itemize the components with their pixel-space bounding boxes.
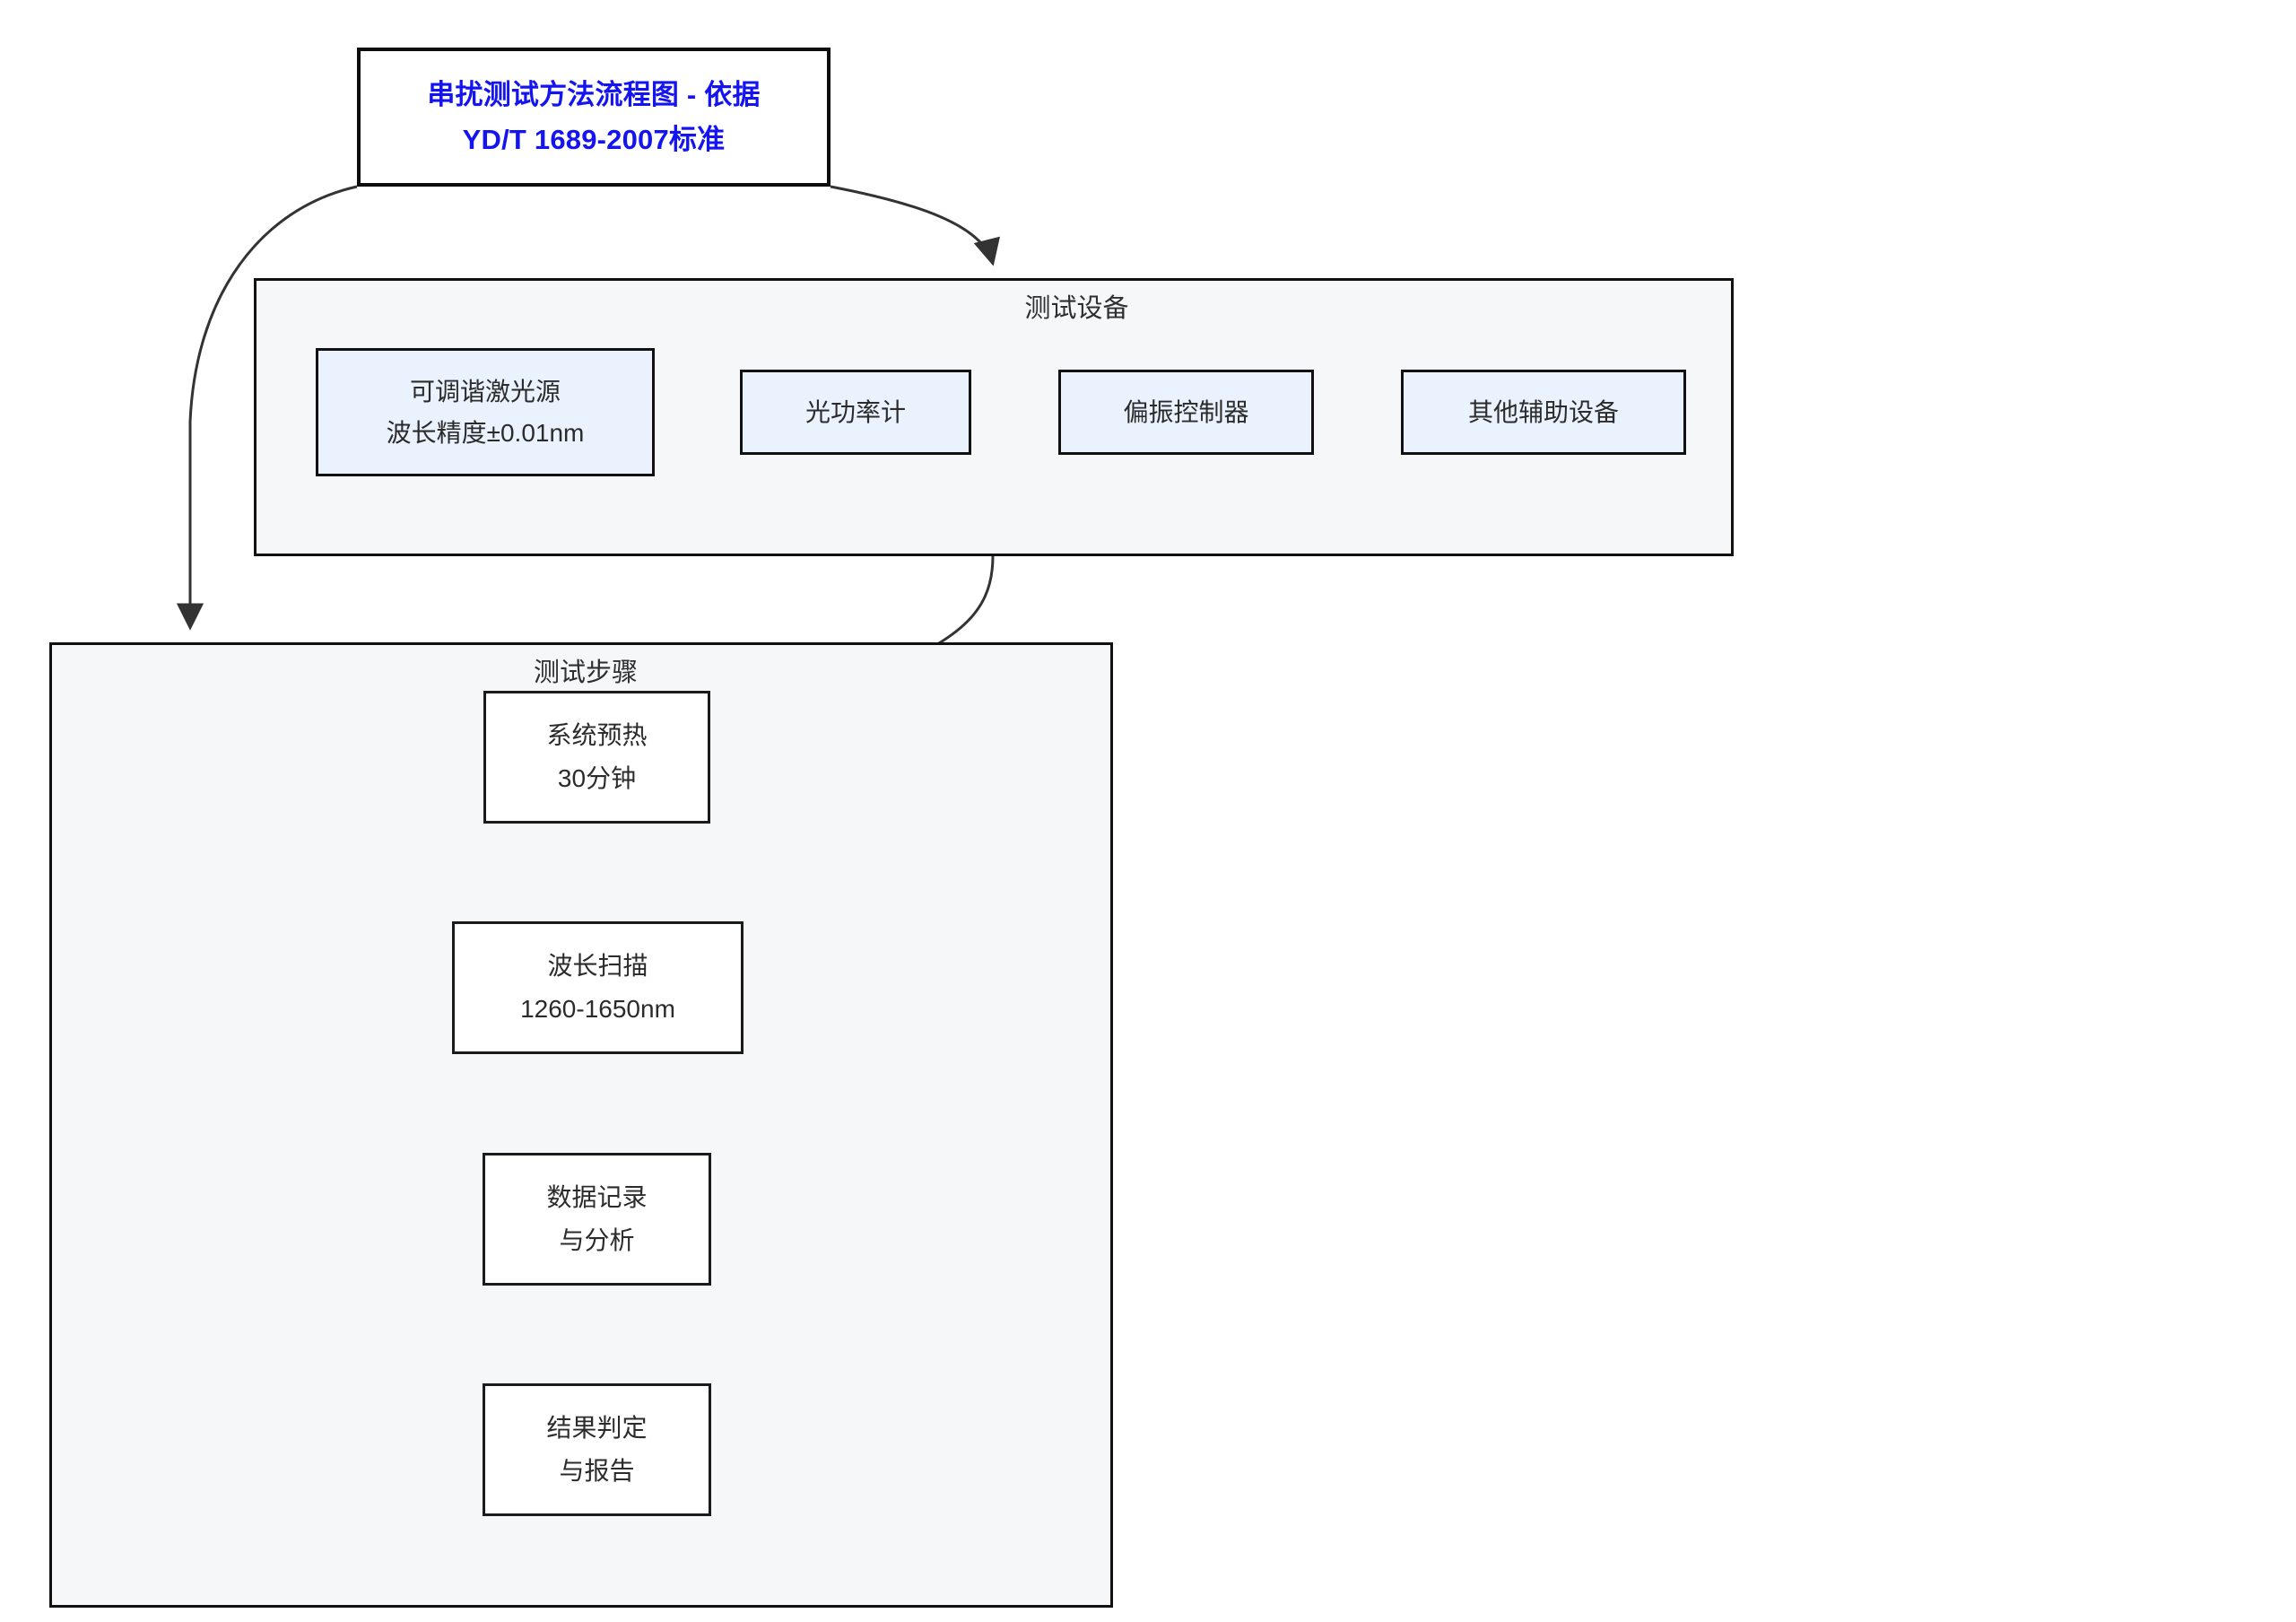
node-result-judgement-report[interactable]: 结果判定 与报告: [483, 1383, 711, 1516]
node-optical-power-meter[interactable]: 光功率计: [740, 370, 971, 455]
flowchart-title[interactable]: 串扰测试方法流程图 - 依据 YD/T 1689-2007标准: [357, 48, 831, 187]
node-result-judgement-report-line-2: 与报告: [559, 1457, 635, 1485]
node-polarization-controller-label: 偏振控制器: [1123, 397, 1249, 426]
node-data-record-analysis-line-2: 与分析: [559, 1226, 635, 1254]
node-data-record-analysis-line-1: 数据记录: [546, 1183, 648, 1211]
node-system-warmup[interactable]: 系统预热 30分钟: [483, 691, 710, 824]
node-system-warmup-line-1: 系统预热: [546, 721, 648, 749]
node-optical-power-meter-label: 光功率计: [804, 397, 906, 426]
node-polarization-controller[interactable]: 偏振控制器: [1058, 370, 1314, 455]
node-other-auxiliary-equipment-label: 其他辅助设备: [1467, 397, 1619, 426]
node-tunable-laser-source-line-2: 波长精度±0.01nm: [386, 418, 585, 447]
node-tunable-laser-source-line-1: 可调谐激光源: [409, 377, 561, 406]
cluster-test-steps-label: 测试步骤: [533, 658, 638, 687]
node-wavelength-scan[interactable]: 波长扫描 1260-1650nm: [452, 921, 744, 1054]
node-result-judgement-report-line-1: 结果判定: [546, 1414, 648, 1442]
cluster-test-equipment-label: 测试设备: [1024, 294, 1129, 323]
edge-title-to-equipment: [830, 185, 1000, 266]
node-data-record-analysis[interactable]: 数据记录 与分析: [483, 1153, 711, 1286]
node-tunable-laser-source[interactable]: 可调谐激光源 波长精度±0.01nm: [316, 348, 655, 476]
node-wavelength-scan-line-2: 1260-1650nm: [520, 995, 675, 1023]
flowchart-title-line-2: YD/T 1689-2007标准: [462, 123, 726, 155]
node-wavelength-scan-line-1: 波长扫描: [547, 952, 648, 980]
node-system-warmup-line-2: 30分钟: [557, 764, 637, 792]
flowchart-title-line-1: 串扰测试方法流程图 - 依据: [427, 78, 761, 110]
node-other-auxiliary-equipment[interactable]: 其他辅助设备: [1401, 370, 1686, 455]
